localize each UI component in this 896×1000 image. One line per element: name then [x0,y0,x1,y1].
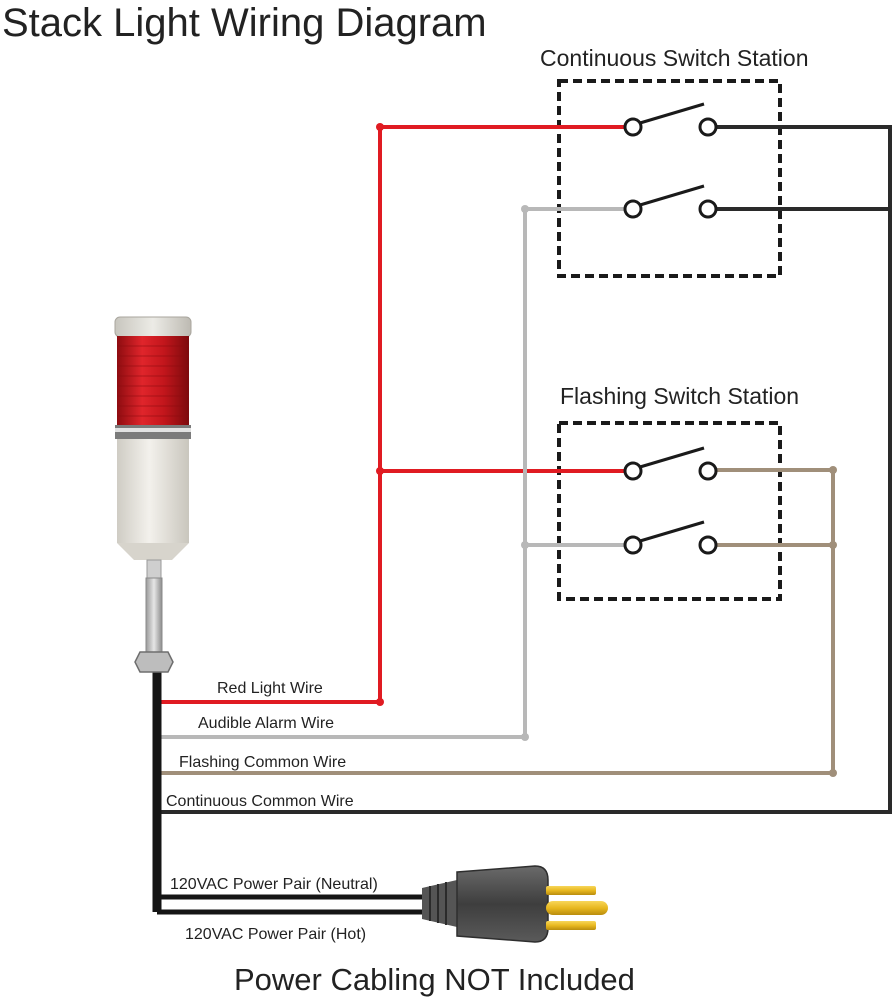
switch-icon [623,520,718,555]
flashing-common-wire [160,466,837,777]
audible-alarm-wire [160,205,627,741]
flashing-station-label: Flashing Switch Station [560,383,799,409]
switch-icon [623,184,718,219]
continuous-common-wire-label: Continuous Common Wire [166,793,354,810]
footer-note: Power Cabling NOT Included [234,962,635,997]
red-light-wire [160,123,627,706]
diagram-title: Stack Light Wiring Diagram [2,1,487,45]
continuous-switch-station-box [557,79,782,278]
flashing-switch-station-box [557,421,782,601]
flashing-common-wire-label: Flashing Common Wire [179,754,346,771]
power-neutral-label: 120VAC Power Pair (Neutral) [170,876,378,893]
switch-icon [623,446,718,481]
power-hot-label: 120VAC Power Pair (Hot) [185,926,366,943]
power-plug-icon [422,865,608,943]
switch-icon [623,102,718,137]
red-light-wire-label: Red Light Wire [217,680,323,697]
continuous-station-label: Continuous Switch Station [540,45,809,71]
main-cable [152,670,432,915]
audible-alarm-wire-label: Audible Alarm Wire [198,715,334,732]
stack-light-icon [114,316,192,673]
continuous-common-wire [160,125,892,814]
